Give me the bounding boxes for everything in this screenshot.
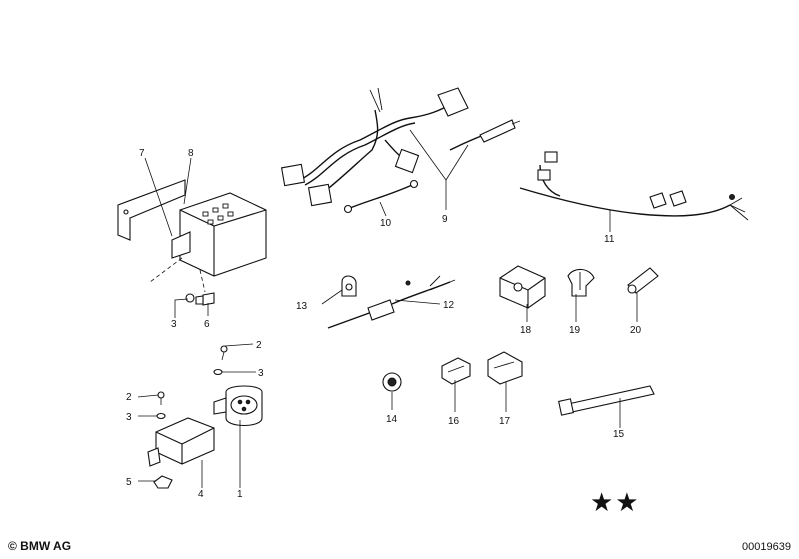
callout-2: 2 (126, 392, 132, 403)
callout-12: 12 (443, 300, 455, 311)
star-marks: ★★ (590, 487, 641, 517)
clip-17 (487, 351, 523, 385)
clip-16 (441, 357, 471, 385)
callout-10: 10 (380, 218, 392, 229)
nut-5 (153, 475, 173, 489)
callout-4: 4 (198, 489, 204, 500)
cable-clip-13 (341, 275, 357, 297)
washer-3-lower (156, 412, 166, 420)
washer-3-upper (213, 368, 223, 376)
callout-8: 8 (188, 148, 194, 159)
callout-1: 1 (237, 489, 243, 500)
callout-14: 14 (386, 414, 398, 425)
callout-6: 6 (204, 319, 210, 330)
ground-strap-10 (343, 179, 419, 214)
callout-18: 18 (520, 325, 532, 336)
screw-2-upper (220, 345, 228, 361)
screw-2-lower (157, 391, 165, 405)
relay-18 (499, 265, 546, 309)
callout-3: 3 (126, 412, 132, 423)
wiring-harness-9 (280, 87, 521, 207)
callout-7: 7 (139, 148, 145, 159)
screw-and-washer-6-3 (185, 292, 215, 306)
callout-labels: 7 8 3 6 2 3 2 3 5 4 1 10 9 11 13 12 18 1… (126, 148, 642, 500)
callout-16: 16 (448, 416, 460, 427)
leader-lines (137, 129, 638, 488)
cable-tie-15 (558, 385, 655, 416)
callout-17: 17 (499, 416, 511, 427)
grommet-14 (382, 372, 402, 392)
relay-4 (147, 417, 215, 467)
wiring-harness-11 (519, 151, 749, 221)
callout-2: 2 (256, 340, 262, 351)
callout-19: 19 (569, 325, 581, 336)
holder-19 (567, 268, 595, 297)
callout-3: 3 (171, 319, 177, 330)
flasher-1 (213, 385, 263, 427)
relay-bracket-assembly (117, 179, 267, 293)
callout-13: 13 (296, 301, 308, 312)
drawing-id: 00019639 (742, 541, 791, 553)
callout-9: 9 (442, 214, 448, 225)
callout-5: 5 (126, 477, 132, 488)
callout-3: 3 (258, 368, 264, 379)
copyright-brand: © BMW AG (8, 539, 72, 553)
callout-20: 20 (630, 325, 642, 336)
cable-12 (327, 275, 456, 329)
plug-20 (627, 267, 659, 294)
callout-15: 15 (613, 429, 625, 440)
callout-11: 11 (604, 234, 615, 245)
